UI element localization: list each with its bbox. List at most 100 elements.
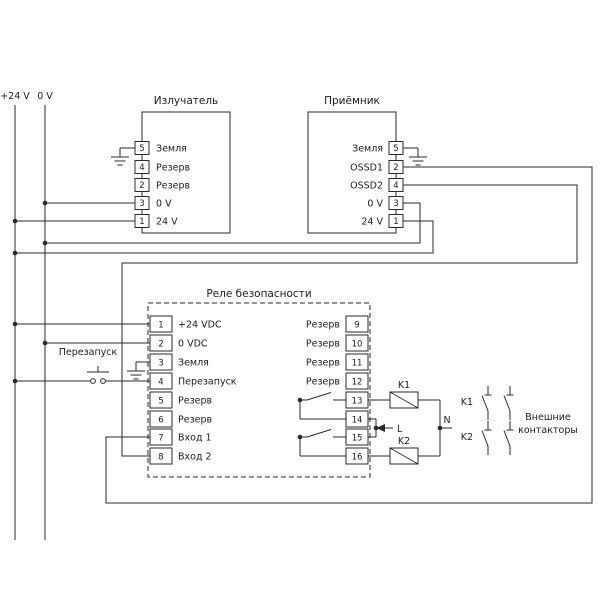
junction-dot <box>12 378 18 384</box>
junction-dot <box>42 200 48 206</box>
k1-contact-symbol <box>503 386 514 420</box>
external-contactors-label-line2: контакторы <box>518 425 578 436</box>
receiver-pin-label: OSSD1 <box>350 163 383 174</box>
terminal-number: 9 <box>354 321 359 331</box>
k1-coil-symbol <box>389 391 419 409</box>
emitter-pin-label: Резерв <box>156 181 191 192</box>
contact-blade <box>306 429 332 438</box>
mains-l-label: L <box>397 424 403 435</box>
external-contactors: K1 K2 Внешние контакторы <box>461 386 578 455</box>
external-k1-label: K1 <box>461 397 473 408</box>
emitter-pin-box <box>134 214 150 228</box>
ground-icon-emitter <box>111 148 129 166</box>
external-k2-label: K2 <box>461 432 473 443</box>
terminal-number: 8 <box>158 453 163 463</box>
terminal-label: Резерв <box>306 358 341 369</box>
terminal-box <box>149 391 173 409</box>
terminal-number: 2 <box>158 340 163 350</box>
coil-circuit: K1 K2 N L <box>368 380 452 465</box>
safety-relay-block: Реле безопасности 1 2 3 4 +24 VDC 0 VDC … <box>147 288 371 478</box>
coil-k1-label: K1 <box>398 380 410 391</box>
receiver-pin-label: Земля <box>352 144 383 155</box>
mains-n-label: N <box>443 415 450 426</box>
restart-label: Перезапуск <box>59 347 118 358</box>
rail-24v-label: +24 V <box>0 91 30 102</box>
junction-dot <box>12 218 18 224</box>
emitter-pin-box <box>134 141 150 155</box>
terminal-box <box>345 372 369 390</box>
junction-dot <box>12 321 18 327</box>
ground-icon-receiver <box>409 148 427 166</box>
receiver-pin-number: 4 <box>393 181 398 191</box>
contact-blade <box>481 395 489 412</box>
terminal-label: Вход 1 <box>178 433 212 444</box>
receiver-pin-label: 24 V <box>361 217 383 228</box>
terminal-box <box>149 334 173 352</box>
terminal-number: 14 <box>352 416 363 426</box>
receiver-pin-box <box>388 196 404 210</box>
contact-blade <box>503 430 511 447</box>
terminal-box <box>149 447 173 465</box>
emitter-pin-label: 24 V <box>156 217 178 228</box>
receiver-pin-box <box>388 178 404 192</box>
wire-receiver-24v <box>15 220 434 254</box>
relay-contact-15-16 <box>297 429 346 457</box>
emitter-pin-number: 3 <box>139 199 144 209</box>
emitter-pin-box <box>134 160 150 174</box>
emitter-pin-label: Резерв <box>156 163 191 174</box>
receiver-pin-label: 0 V <box>367 199 383 210</box>
terminal-label: Перезапуск <box>178 377 237 388</box>
button-contact <box>90 378 96 384</box>
emitter-pin-label: 0 V <box>156 199 172 210</box>
emitter-body <box>141 111 231 234</box>
terminal-box <box>345 353 369 371</box>
terminal-number: 1 <box>158 321 163 331</box>
emitter-block: Излучатель 5 4 2 3 1 Земля Резерв Резерв… <box>134 95 231 234</box>
terminal-number: 6 <box>158 416 163 426</box>
terminal-number: 16 <box>352 453 363 463</box>
terminal-number: 10 <box>352 340 363 350</box>
junction-dot <box>42 340 48 346</box>
receiver-pin-number: 3 <box>393 199 398 209</box>
terminal-number: 13 <box>352 397 363 407</box>
terminal-number: 3 <box>158 359 163 369</box>
terminal-box <box>345 315 369 333</box>
receiver-block: Приёмник 5 2 4 3 1 Земля OSSD1 OSSD2 0 V… <box>307 95 404 234</box>
terminal-box <box>149 353 173 371</box>
rail-0v-label: 0 V <box>37 91 53 102</box>
contact-blade <box>503 395 511 412</box>
k2-contact-symbol <box>481 421 492 455</box>
terminal-label: Резерв <box>306 377 341 388</box>
terminal-label: Земля <box>178 358 209 369</box>
emitter-pin-number: 1 <box>139 217 144 227</box>
receiver-body <box>307 111 397 234</box>
coil-diagonal <box>389 391 419 409</box>
terminal-label: Резерв <box>178 396 213 407</box>
coil-k2-label: K2 <box>398 436 410 447</box>
external-contactors-label-line1: Внешние <box>525 412 571 423</box>
terminal-label: Резерв <box>306 339 341 350</box>
receiver-pin-number: 5 <box>393 144 398 154</box>
receiver-title: Приёмник <box>324 95 380 107</box>
emitter-pin-box <box>134 196 150 210</box>
terminal-number: 11 <box>352 359 363 369</box>
junction-dot <box>42 240 48 246</box>
receiver-pin-box <box>388 160 404 174</box>
l-arrow-icon <box>376 424 385 432</box>
terminal-box <box>149 410 173 428</box>
receiver-pin-box <box>388 214 404 228</box>
terminal-box <box>149 428 173 446</box>
emitter-pin-label: Земля <box>156 144 187 155</box>
k1-contact-symbol <box>481 386 492 420</box>
junction-dot <box>12 250 18 256</box>
emitter-pin-number: 5 <box>139 144 144 154</box>
emitter-pin-number: 4 <box>139 163 144 173</box>
terminal-number: 4 <box>158 378 163 388</box>
receiver-pin-label: OSSD2 <box>350 181 383 192</box>
restart-button-symbol: Перезапуск <box>59 347 118 384</box>
k2-coil-symbol <box>389 447 419 465</box>
coil-diagonal <box>389 447 419 465</box>
terminal-number: 15 <box>352 434 363 444</box>
terminal-box <box>345 334 369 352</box>
terminal-label: 0 VDC <box>178 339 208 350</box>
